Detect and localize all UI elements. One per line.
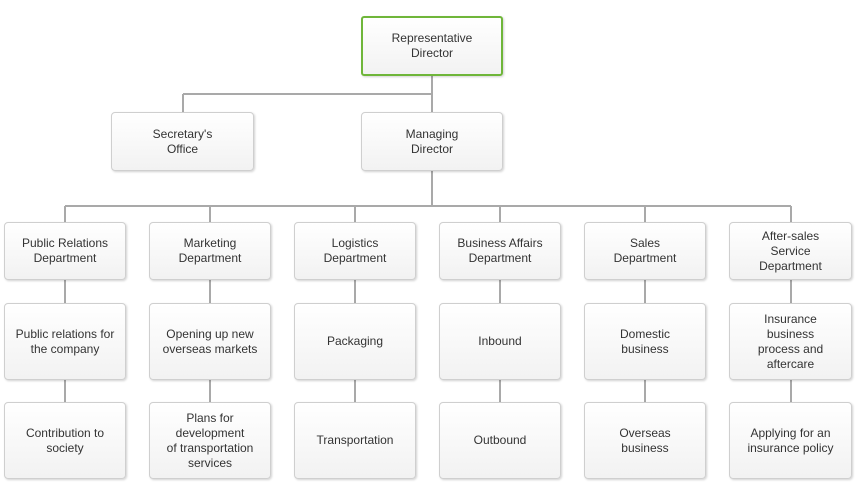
task-sales-1: Domestic business xyxy=(584,303,706,380)
task-marketing-1: Opening up new overseas markets xyxy=(149,303,271,380)
task-business-affairs-1: Inbound xyxy=(439,303,561,380)
dept-public-relations: Public Relations Department xyxy=(4,222,126,280)
dept-after-sales: After-sales Service Department xyxy=(729,222,852,280)
task-after-sales-1: Insurance business process and aftercare xyxy=(729,303,852,380)
task-public-relations-2: Contribution to society xyxy=(4,402,126,479)
task-logistics-2: Transportation xyxy=(294,402,416,479)
task-after-sales-2: Applying for an insurance policy xyxy=(729,402,852,479)
managing-director-box: Managing Director xyxy=(361,112,503,171)
secretary-office-box: Secretary's Office xyxy=(111,112,254,171)
task-marketing-2: Plans for development of transportation … xyxy=(149,402,271,479)
task-public-relations-1: Public relations for the company xyxy=(4,303,126,380)
task-business-affairs-2: Outbound xyxy=(439,402,561,479)
representative-director-box: Representative Director xyxy=(361,16,503,76)
dept-sales: Sales Department xyxy=(584,222,706,280)
dept-marketing: Marketing Department xyxy=(149,222,271,280)
task-logistics-1: Packaging xyxy=(294,303,416,380)
dept-business-affairs: Business Affairs Department xyxy=(439,222,561,280)
dept-logistics: Logistics Department xyxy=(294,222,416,280)
task-sales-2: Overseas business xyxy=(584,402,706,479)
